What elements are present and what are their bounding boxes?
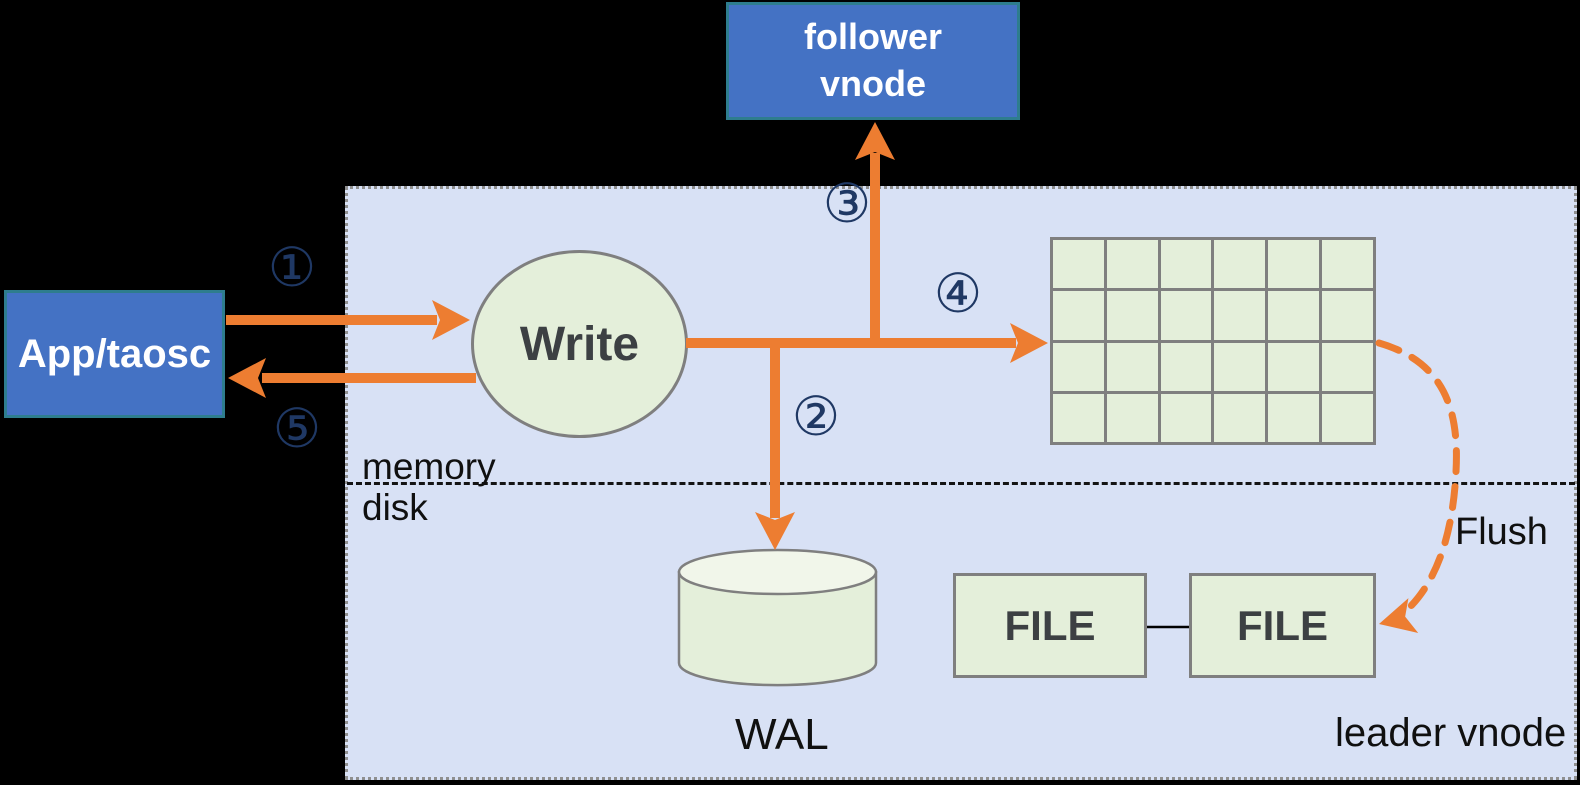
file-left-label: FILE [1004, 601, 1096, 649]
memtable-cell [1268, 393, 1320, 442]
memtable-cell [1214, 291, 1266, 340]
step-3-badge: ③ [822, 171, 872, 235]
app-taosc-node: App/taosc [4, 290, 225, 418]
memtable-cell [1214, 393, 1266, 442]
memtable-cell [1268, 240, 1320, 289]
write-process-node: Write [471, 250, 688, 438]
memtable-cell [1322, 240, 1373, 289]
memory-label: memory [362, 446, 496, 487]
memtable-cell [1214, 342, 1266, 391]
memtable-grid [1050, 237, 1376, 445]
leader-vnode-label: leader vnode [1335, 711, 1567, 755]
memtable-cell [1322, 342, 1373, 391]
memtable-cell [1053, 393, 1104, 442]
memtable-cell [1160, 342, 1212, 391]
arrow-step5-head [228, 358, 266, 398]
memtable-cell [1322, 291, 1373, 340]
follower-vnode-node: follower vnode [726, 2, 1020, 120]
memtable-cell [1268, 291, 1320, 340]
file-node-right: FILE [1189, 573, 1376, 678]
memtable-cell [1268, 342, 1320, 391]
step-2-badge: ② [791, 384, 841, 448]
file-right-label: FILE [1237, 601, 1328, 649]
wal-label: WAL [735, 710, 829, 759]
disk-label: disk [362, 487, 428, 528]
memory-disk-divider [347, 482, 1575, 485]
follower-vnode-label-line1: follower [803, 16, 942, 58]
memtable-cell [1053, 342, 1104, 391]
wal-cylinder-body [677, 570, 878, 687]
memtable-cell [1106, 240, 1158, 289]
file-node-left: FILE [953, 573, 1147, 678]
wal-cylinder-top [677, 548, 878, 596]
write-label: Write [519, 317, 640, 371]
memtable-cell [1214, 240, 1266, 289]
memtable-cell [1106, 393, 1158, 442]
memtable-cell [1053, 240, 1104, 289]
step-1-badge: ① [267, 235, 317, 299]
arrow-step3-head [855, 122, 895, 160]
wal-cylinder [677, 548, 878, 687]
memtable-cell [1160, 240, 1212, 289]
follower-vnode-label-line2: vnode [819, 63, 926, 104]
memtable-cell [1160, 393, 1212, 442]
memtable-cell [1322, 393, 1373, 442]
step-4-badge: ④ [933, 261, 983, 325]
app-taosc-label: App/taosc [17, 331, 212, 376]
memtable-cell [1106, 291, 1158, 340]
memtable-cell [1106, 342, 1158, 391]
step-5-badge: ⑤ [272, 396, 322, 460]
memtable-cell [1160, 291, 1212, 340]
memtable-cell [1053, 291, 1104, 340]
flush-label: Flush [1455, 511, 1548, 553]
